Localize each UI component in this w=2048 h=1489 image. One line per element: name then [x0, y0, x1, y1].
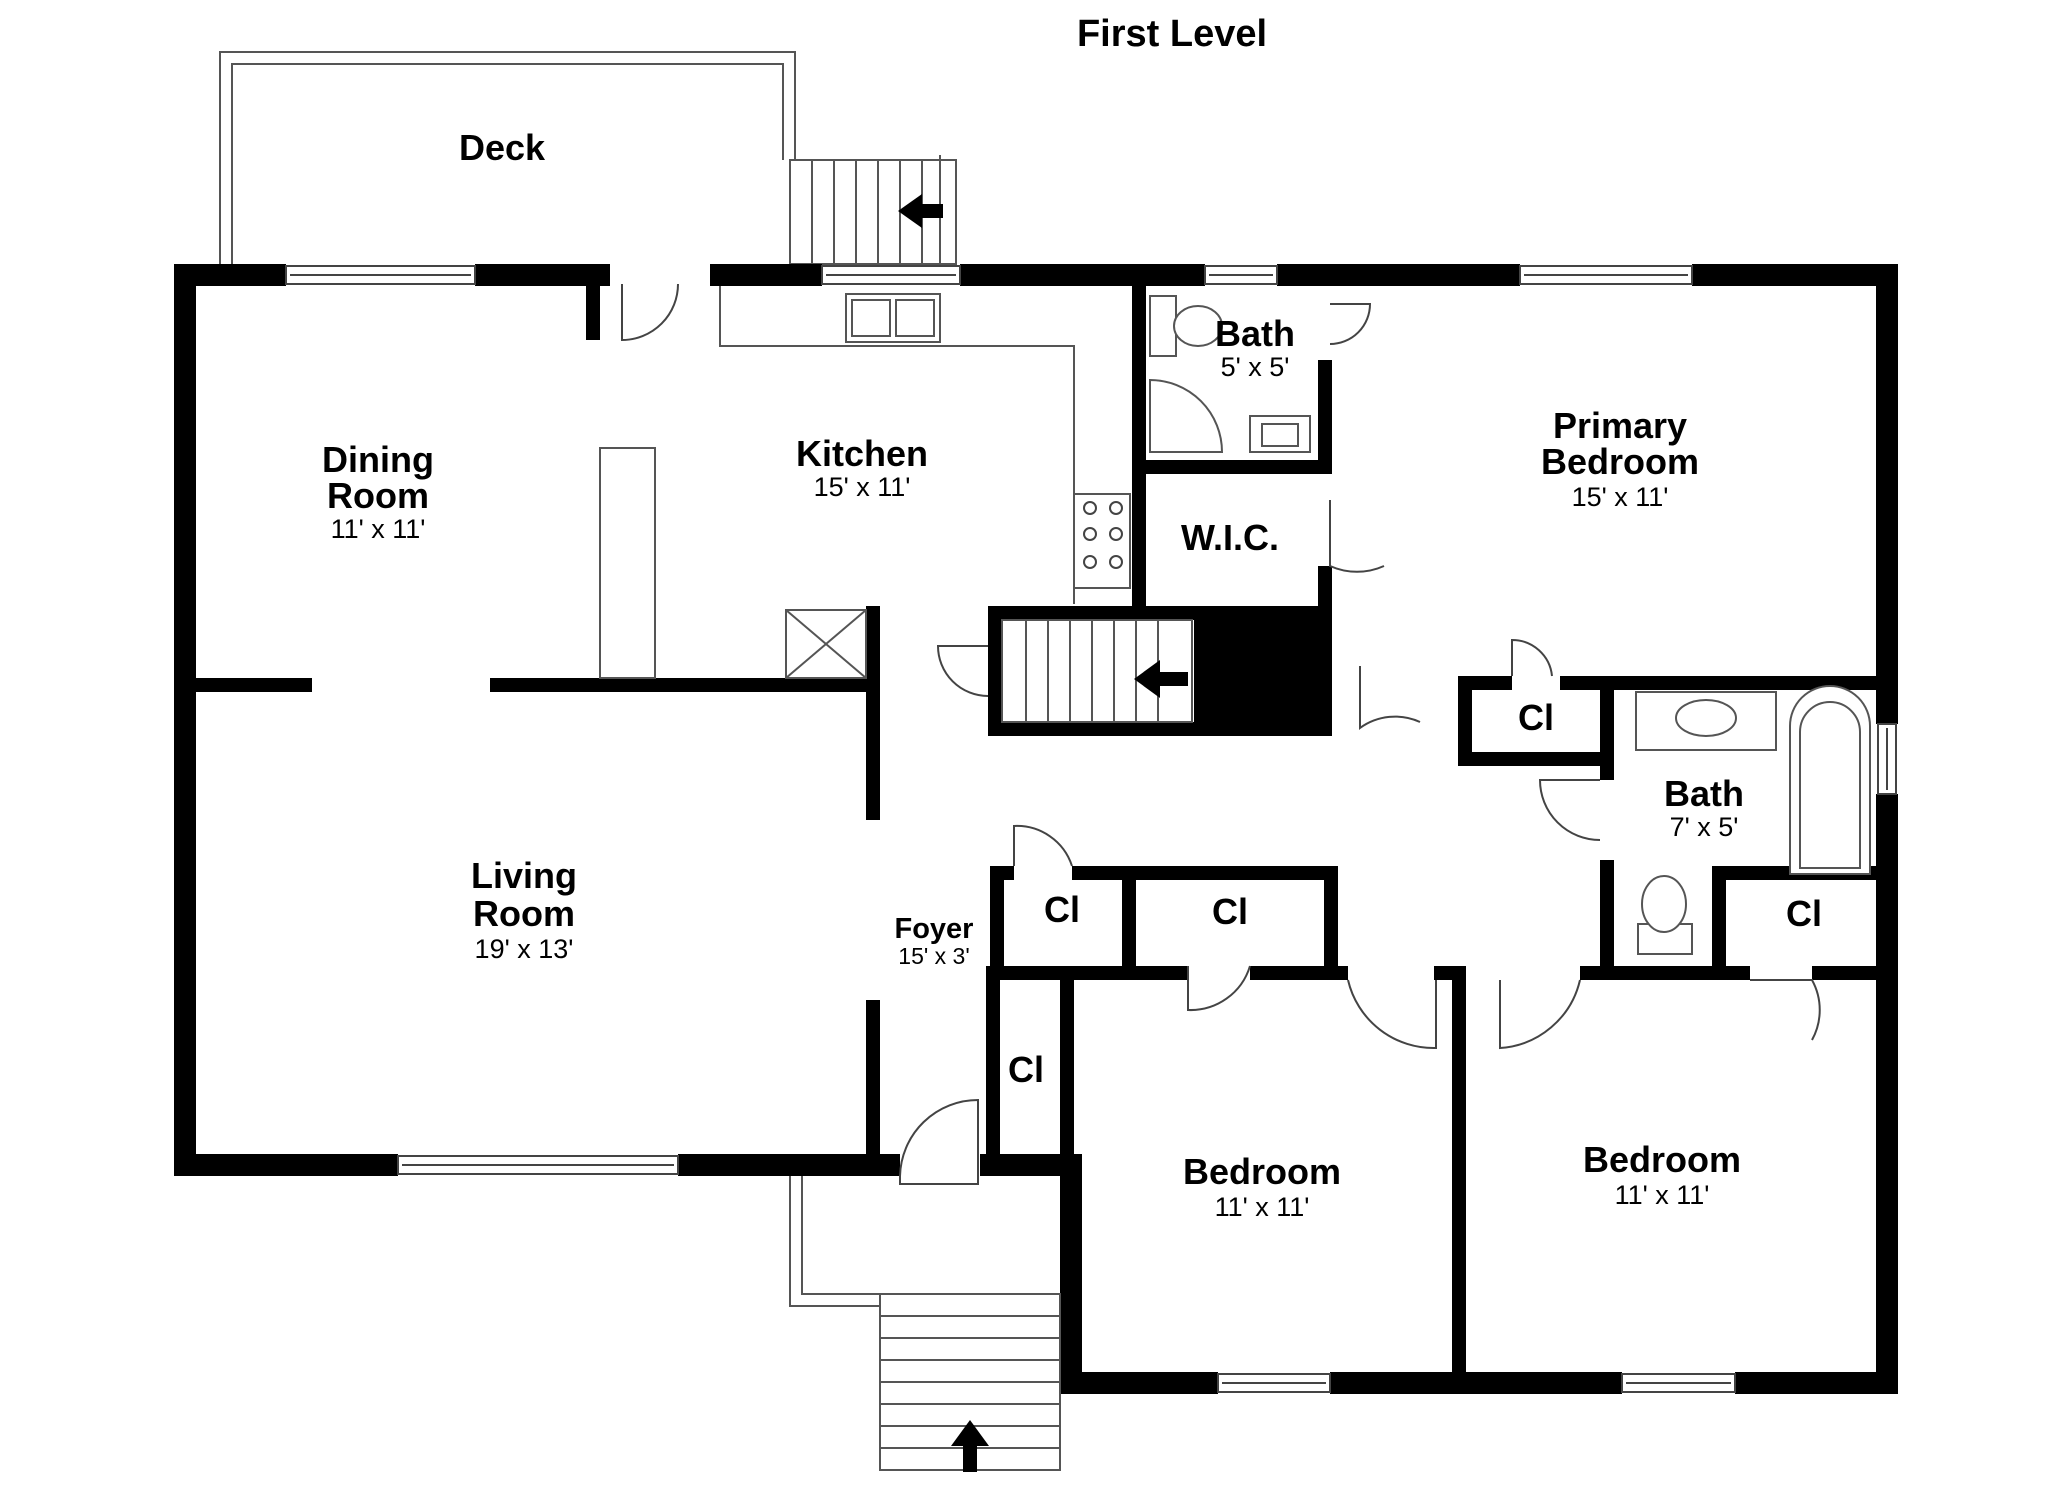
dining-room-dims: 11' x 11'	[331, 514, 426, 544]
closet-b-name: Cl	[1212, 891, 1248, 932]
closet-a-name: Cl	[1044, 889, 1080, 930]
kitchen-name: Kitchen	[796, 433, 928, 474]
hall-bath-dims: 7' x 5'	[1670, 812, 1739, 842]
deck-name: Deck	[459, 127, 546, 168]
hall-closet-name: Cl	[1518, 697, 1554, 738]
kitchen-fixtures	[599, 286, 1131, 679]
closet-d-name: Cl	[1786, 893, 1822, 934]
primary-bedroom-name-line2: Bedroom	[1541, 441, 1699, 482]
primary-bath-fixtures	[1149, 295, 1311, 453]
plan-title: First Level	[1077, 13, 1267, 55]
primary-bedroom-name-line1: Primary	[1553, 405, 1687, 446]
bedroom-3-name: Bedroom	[1583, 1139, 1741, 1180]
bedroom-2-dims: 11' x 11'	[1215, 1192, 1310, 1222]
hall-bath-fixtures	[1635, 685, 1871, 955]
arrow-left-icon	[898, 194, 922, 228]
arrow-up-icon	[951, 1420, 989, 1446]
primary-bath-dims: 5' x 5'	[1221, 352, 1290, 382]
bedroom-3-dims: 11' x 11'	[1615, 1180, 1710, 1210]
foyer-name: Foyer	[895, 913, 974, 945]
foyer-dims: 15' x 3'	[898, 943, 969, 969]
closet-c-name: Cl	[1008, 1049, 1044, 1090]
rear-stairs	[789, 155, 957, 265]
living-room-name-line1: Living	[471, 855, 577, 896]
front-entry	[789, 1176, 1061, 1472]
doors	[621, 283, 1821, 1185]
interior-walls	[196, 264, 1898, 1394]
kitchen-dims: 15' x 11'	[814, 472, 911, 502]
bedroom-2-name: Bedroom	[1183, 1151, 1341, 1192]
deck	[219, 51, 796, 264]
primary-bath-name: Bath	[1215, 313, 1295, 354]
basement-stairs	[1001, 619, 1193, 723]
windows	[285, 265, 1897, 1393]
living-room-dims: 19' x 13'	[475, 934, 574, 964]
arrow-left-icon	[1134, 660, 1160, 698]
living-room-name-line2: Room	[473, 893, 575, 934]
dining-room-name-line1: Dining	[322, 439, 434, 480]
kitchen-island	[599, 447, 656, 679]
wic-name: W.I.C.	[1181, 517, 1279, 558]
primary-bedroom-dims: 15' x 11'	[1572, 482, 1669, 512]
hall-bath-name: Bath	[1664, 773, 1744, 814]
dining-room-name-line2: Room	[327, 475, 429, 516]
